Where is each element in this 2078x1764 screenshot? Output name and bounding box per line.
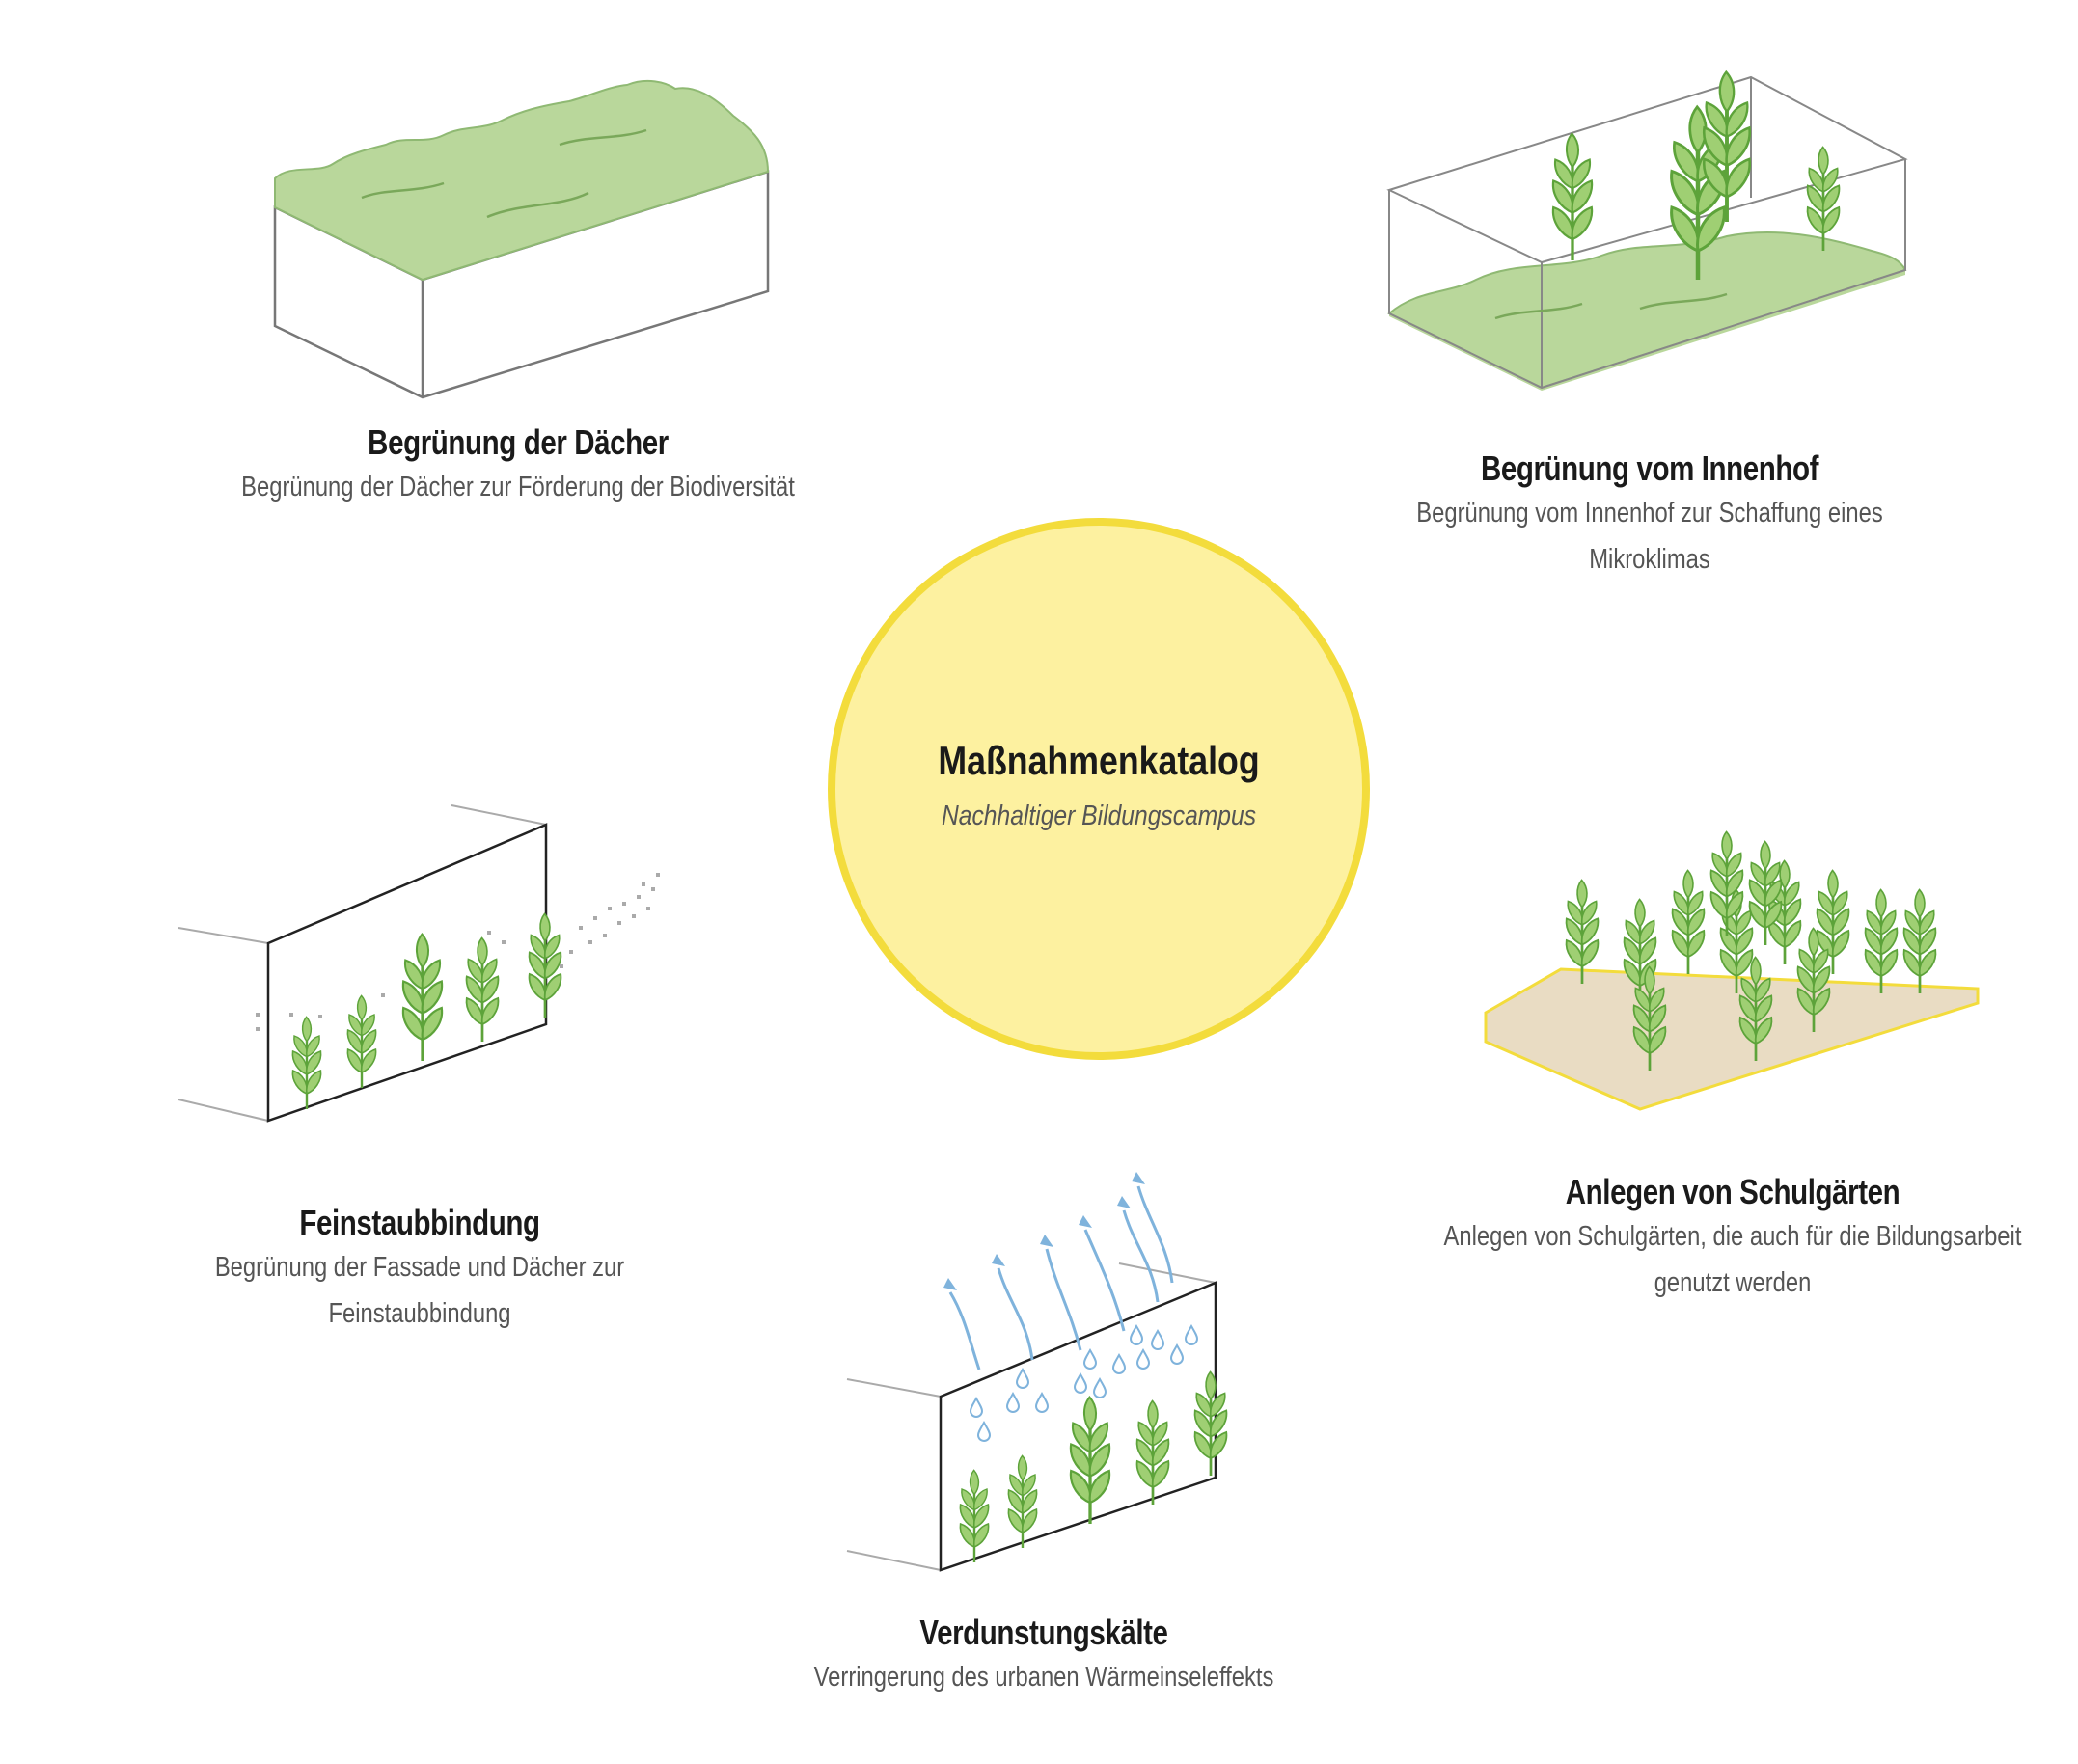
measure-description: Begrünung der Fassade und Dächer zur: [214, 1252, 625, 1283]
measure-evaporative-cooling: Verdunstungskälte Verringerung des urban…: [697, 1613, 1391, 1699]
measure-title: Anlegen von Schulgärten: [1565, 1172, 1900, 1211]
measure-description: Verringerung des urbanen Wärmeinseleffek…: [813, 1662, 1274, 1693]
measure-description-line2: Feinstaubbindung: [328, 1298, 511, 1329]
measure-description: Begrünung vom Innenhof zur Schaffung ein…: [1416, 498, 1883, 529]
measure-courtyard: Begrünung vom Innenhof Begrünung vom Inn…: [1312, 448, 1987, 582]
measure-description: Anlegen von Schulgärten, die auch für di…: [1443, 1221, 2022, 1252]
measure-title: Begrünung der Dächer: [368, 422, 669, 462]
measure-green-roofs: Begrünung der Dächer Begrünung der Däche…: [171, 422, 865, 509]
measure-title: Verdunstungskälte: [919, 1613, 1168, 1652]
measure-particulates: Feinstaubbindung Begrünung der Fassade u…: [106, 1203, 733, 1336]
particulate-facade-illustration: [178, 804, 660, 1123]
measure-title: Begrünung vom Innenhof: [1480, 448, 1819, 488]
school-garden-illustration: [1484, 831, 1980, 1111]
green-roof-illustration: [273, 79, 770, 399]
center-title: Maßnahmenkatalog: [938, 738, 1260, 783]
evaporative-cooling-illustration: [846, 1172, 1226, 1572]
courtyard-illustration: [1386, 72, 1908, 391]
measure-description-line2: Mikroklimas: [1589, 544, 1710, 575]
center-circle: [828, 518, 1370, 1060]
measure-description-line2: genutzt werden: [1654, 1267, 1812, 1298]
measure-title: Feinstaubbindung: [299, 1203, 540, 1242]
measure-school-gardens: Anlegen von Schulgärten Anlegen von Schu…: [1337, 1172, 2078, 1305]
measure-description: Begrünung der Dächer zur Förderung der B…: [241, 472, 795, 502]
center-subtitle: Nachhaltiger Bildungscampus: [941, 801, 1257, 831]
